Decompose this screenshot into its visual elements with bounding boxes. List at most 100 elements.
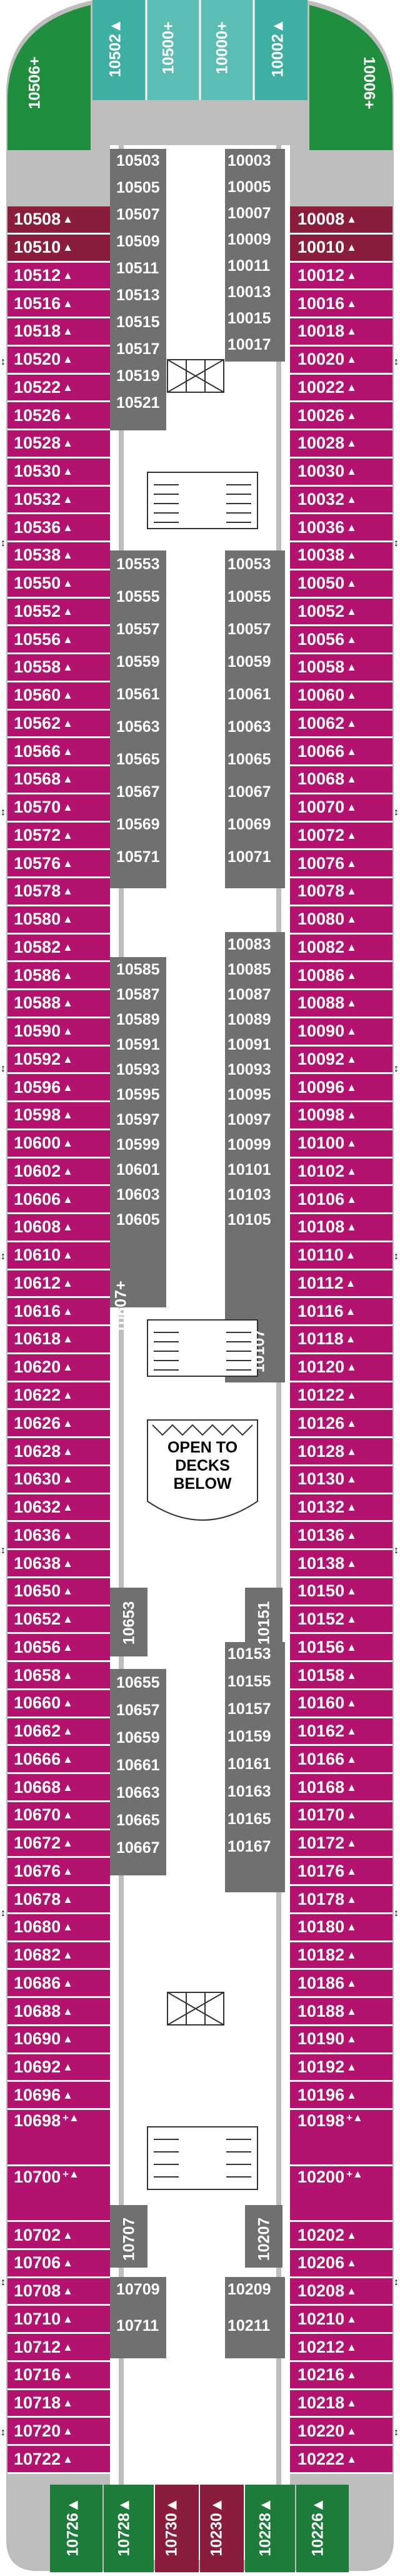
starboard-cabin[interactable]: 10138▲ [290,1550,392,1578]
interior-cabin[interactable]: 10657 [116,1701,160,1719]
interior-cabin[interactable]: 10569 [116,816,160,833]
port-cabin[interactable]: 10620▲ [8,1354,110,1382]
interior-cabin[interactable]: 10571 [116,848,160,866]
starboard-cabin[interactable]: 10126▲ [290,1410,392,1439]
aft-cabin-4[interactable]: 10230▲ [208,2497,226,2557]
starboard-cabin[interactable]: 10052▲ [290,598,392,627]
interior-cabin-vertical[interactable]: 10707 [120,2217,138,2261]
interior-cabin[interactable]: 10161 [228,1755,271,1773]
interior-cabin[interactable]: 10065 [228,751,271,768]
interior-cabin[interactable]: 10557 [116,621,160,638]
port-cabin[interactable]: 10630▲ [8,1466,110,1494]
starboard-cabin[interactable]: 10112▲ [290,1270,392,1299]
interior-cabin[interactable]: 10083 [228,936,271,953]
interior-cabin[interactable]: 10071 [228,848,271,866]
interior-cabin-vertical[interactable]: 10607+ [112,1280,130,1334]
interior-cabin[interactable]: 10565 [116,751,160,768]
starboard-cabin[interactable]: 10130▲ [290,1466,392,1494]
port-cabin[interactable]: 10596▲ [8,1074,110,1103]
starboard-cabin[interactable]: 10200+▲ [290,2166,392,2223]
port-cabin[interactable]: 10718▲ [8,2390,110,2418]
starboard-cabin[interactable]: 10092▲ [290,1046,392,1075]
port-cabin[interactable]: 10526▲ [8,402,110,431]
port-cabin[interactable]: 10576▲ [8,850,110,879]
forward-suite-left[interactable]: 10506+ [26,56,44,109]
starboard-cabin[interactable]: 10122▲ [290,1382,392,1411]
port-cabin[interactable]: 10572▲ [8,822,110,851]
interior-cabin[interactable]: 10013 [228,283,271,301]
starboard-cabin[interactable]: 10060▲ [290,682,392,711]
forward-cabin-2[interactable]: 10500+ [159,21,178,74]
interior-cabin[interactable]: 10665 [116,1812,160,1829]
port-cabin[interactable]: 10608▲ [8,1214,110,1242]
port-cabin[interactable]: 10556▲ [8,626,110,655]
port-cabin[interactable]: 10716▲ [8,2361,110,2390]
interior-cabin[interactable]: 10055 [228,588,271,606]
port-cabin[interactable]: 10510▲ [8,234,110,263]
interior-cabin[interactable]: 10017 [228,336,271,353]
interior-cabin[interactable]: 10157 [228,1700,271,1718]
starboard-cabin[interactable]: 10198+▲ [290,2110,392,2166]
interior-cabin[interactable]: 10601 [116,1161,160,1179]
port-cabin[interactable]: 10600▲ [8,1130,110,1159]
interior-cabin[interactable]: 10067 [228,783,271,801]
interior-cabin[interactable]: 10509 [116,233,160,250]
starboard-cabin[interactable]: 10032▲ [290,486,392,515]
interior-cabin[interactable]: 10503 [116,152,160,170]
starboard-cabin[interactable]: 10016▲ [290,290,392,318]
port-cabin[interactable]: 10610▲ [8,1242,110,1270]
port-cabin[interactable]: 10508▲ [8,206,110,235]
port-cabin[interactable]: 10690▲ [8,2026,110,2054]
port-cabin[interactable]: 10592▲ [8,1046,110,1075]
port-cabin[interactable]: 10612▲ [8,1270,110,1299]
starboard-cabin[interactable]: 10010▲ [290,234,392,263]
interior-cabin[interactable]: 10663 [116,1784,160,1802]
interior-cabin[interactable]: 10105 [228,1211,271,1229]
starboard-cabin[interactable]: 10030▲ [290,458,392,487]
port-cabin[interactable]: 10638▲ [8,1550,110,1578]
starboard-cabin[interactable]: 10086▲ [290,962,392,991]
starboard-cabin[interactable]: 10202▲ [290,2222,392,2250]
interior-cabin[interactable]: 10507 [116,206,160,223]
interior-cabin[interactable]: 10563 [116,718,160,736]
port-cabin[interactable]: 10696▲ [8,2082,110,2111]
interior-cabin[interactable]: 10153 [228,1645,271,1663]
starboard-cabin[interactable]: 10212▲ [290,2334,392,2362]
interior-cabin[interactable]: 10015 [228,310,271,327]
forward-cabin-1[interactable]: 10502▲ [106,18,124,78]
starboard-cabin[interactable]: 10038▲ [290,542,392,570]
port-cabin[interactable]: 10516▲ [8,290,110,318]
aft-cabin-5[interactable]: 10228▲ [256,2497,274,2557]
forward-suite-right[interactable]: 10006+ [360,56,378,109]
port-cabin[interactable]: 10616▲ [8,1298,110,1327]
interior-cabin[interactable]: 10087 [228,986,271,1003]
port-cabin[interactable]: 10598▲ [8,1102,110,1130]
interior-cabin[interactable]: 10059 [228,653,271,671]
interior-cabin[interactable]: 10095 [228,1086,271,1103]
interior-cabin[interactable]: 10085 [228,961,271,978]
starboard-cabin[interactable]: 10120▲ [290,1354,392,1382]
port-cabin[interactable]: 10670▲ [8,1802,110,1830]
port-cabin[interactable]: 10632▲ [8,1494,110,1523]
port-cabin[interactable]: 10522▲ [8,374,110,403]
starboard-cabin[interactable]: 10222▲ [290,2446,392,2474]
starboard-cabin[interactable]: 10152▲ [290,1606,392,1635]
port-cabin[interactable]: 10578▲ [8,878,110,906]
starboard-cabin[interactable]: 10068▲ [290,766,392,794]
interior-cabin[interactable]: 10519 [116,367,160,385]
port-cabin[interactable]: 10720▲ [8,2418,110,2447]
interior-cabin[interactable]: 10093 [228,1061,271,1078]
starboard-cabin[interactable]: 10132▲ [290,1494,392,1523]
port-cabin[interactable]: 10668▲ [8,1774,110,1802]
port-cabin[interactable]: 10602▲ [8,1158,110,1187]
port-cabin[interactable]: 10562▲ [8,710,110,739]
starboard-cabin[interactable]: 10166▲ [290,1746,392,1775]
starboard-cabin[interactable]: 10088▲ [290,990,392,1018]
starboard-cabin[interactable]: 10070▲ [290,794,392,823]
starboard-cabin[interactable]: 10206▲ [290,2249,392,2278]
port-cabin[interactable]: 10588▲ [8,990,110,1018]
interior-cabin[interactable]: 10591 [116,1036,160,1053]
interior-cabin[interactable]: 10567 [116,783,160,801]
port-cabin[interactable]: 10708▲ [8,2278,110,2306]
interior-cabin[interactable]: 10069 [228,816,271,833]
